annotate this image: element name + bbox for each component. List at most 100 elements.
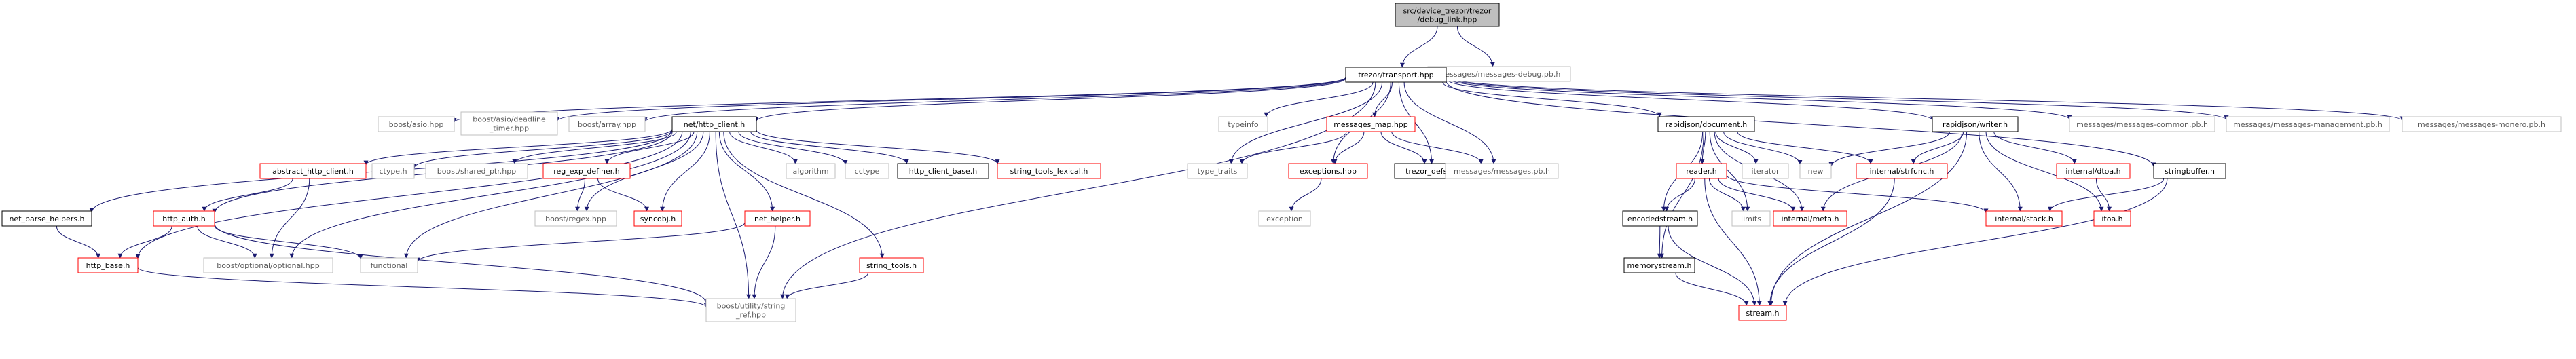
node-sbuf[interactable]: stringbuffer.h xyxy=(2153,163,2226,179)
node-stlex[interactable]: string_tools_lexical.h xyxy=(997,163,1101,179)
edge-http-to-httpcb xyxy=(750,131,909,164)
edge-abshttp-to-httpauth xyxy=(202,178,293,212)
edge-msgmap-to-tdefs xyxy=(1380,131,1427,164)
node-dtoa-box xyxy=(2056,163,2131,179)
node-rjdoc-label: rapidjson/document.h xyxy=(1666,120,1747,129)
node-abshttp-label: abstract_http_client.h xyxy=(272,167,354,176)
node-root-label: src/device_trezor/trezor xyxy=(1403,7,1492,16)
node-memstream[interactable]: memorystream.h xyxy=(1623,257,1695,273)
node-nethelp-label: net_helper.h xyxy=(754,214,801,223)
node-limits-label: limits xyxy=(1741,214,1761,223)
edge-trans-to-basio xyxy=(452,77,1346,123)
node-iterator: iterator xyxy=(1742,163,1789,179)
node-http[interactable]: net/http_client.h xyxy=(671,116,757,132)
node-httpbase[interactable]: http_base.h xyxy=(77,257,139,273)
node-httpcb[interactable]: http_client_base.h xyxy=(897,163,989,179)
node-limits-box xyxy=(1731,210,1771,227)
node-mgmt: messages/messages-management.pb.h xyxy=(2226,116,2390,132)
edge-netparse-to-httpbase xyxy=(56,225,101,259)
node-exception-label: exception xyxy=(1266,214,1303,223)
edge-http-to-strtools xyxy=(723,131,885,259)
node-bstrref-box xyxy=(705,298,796,322)
node-root[interactable]: src/device_trezor/trezor/debug_link.hpp xyxy=(1395,3,1500,27)
node-regdef-box xyxy=(542,163,631,179)
node-nethelp[interactable]: net_helper.h xyxy=(744,210,811,227)
node-httpauth[interactable]: http_auth.h xyxy=(153,210,215,227)
edge-strtools-to-bstrref xyxy=(784,272,868,299)
node-ttraits-box xyxy=(1187,163,1248,179)
edge-nethelp-to-functional xyxy=(415,222,746,263)
node-msgmap[interactable]: messages_map.hpp xyxy=(1326,116,1416,132)
node-http-box xyxy=(671,116,757,132)
edge-msgmap-to-msgpb xyxy=(1391,131,1484,164)
node-syncobj-label: syncobj.h xyxy=(640,214,676,223)
header-nodes: src/device_trezor/trezor/debug_link.hppm… xyxy=(1,3,2562,322)
node-memstream-box xyxy=(1623,257,1695,273)
node-regdef-label: reg_exp_definer.h xyxy=(553,167,620,176)
node-encstream[interactable]: encodedstream.h xyxy=(1622,210,1698,227)
node-itoa[interactable]: itoa.h xyxy=(2093,210,2131,227)
edge-trans-to-msgmap xyxy=(1372,81,1393,117)
node-bstrref: boost/utility/string_ref.hpp xyxy=(705,298,796,322)
node-bstrref-label: _ref.hpp xyxy=(735,311,766,320)
node-dtoa[interactable]: internal/dtoa.h xyxy=(2056,163,2131,179)
node-memstream-label: memorystream.h xyxy=(1627,261,1692,270)
node-rjwr-label: rapidjson/writer.h xyxy=(1943,120,2008,129)
edge-abshttp-to-bopt xyxy=(269,178,310,259)
node-trans-label: trezor/transport.hpp xyxy=(1358,71,1433,79)
node-ttraits: type_traits xyxy=(1187,163,1248,179)
edge-trans-to-ttraits xyxy=(1228,81,1383,164)
edge-http-to-bstrref xyxy=(715,131,752,299)
node-ctype: ctype.h xyxy=(371,163,415,179)
node-abshttp-box xyxy=(259,163,367,179)
node-abshttp[interactable]: abstract_http_client.h xyxy=(259,163,367,179)
node-encstream-box xyxy=(1622,210,1698,227)
node-strtools[interactable]: string_tools.h xyxy=(859,257,924,273)
node-rjdoc-box xyxy=(1657,116,1755,132)
node-functional-box xyxy=(360,257,418,273)
node-monero-box xyxy=(2402,116,2562,132)
node-rjwr[interactable]: rapidjson/writer.h xyxy=(1932,116,2019,132)
node-syncobj[interactable]: syncobj.h xyxy=(633,210,682,227)
node-basio-box xyxy=(378,116,455,132)
node-exc-box xyxy=(1288,163,1368,179)
node-exc-label: exceptions.hpp xyxy=(1300,167,1357,176)
node-bregex-label: boost/regex.hpp xyxy=(545,214,606,223)
node-istack[interactable]: internal/stack.h xyxy=(1985,210,2063,227)
node-rjdoc[interactable]: rapidjson/document.h xyxy=(1657,116,1755,132)
node-stlex-label: string_tools_lexical.h xyxy=(1010,167,1088,176)
node-trans[interactable]: trezor/transport.hpp xyxy=(1345,67,1447,83)
node-netparse[interactable]: net_parse_helpers.h xyxy=(1,210,92,227)
node-sbuf-label: stringbuffer.h xyxy=(2165,167,2215,176)
node-algo-box xyxy=(786,163,836,179)
node-istack-box xyxy=(1985,210,2063,227)
edge-strfunc-to-stream xyxy=(1767,178,1895,306)
node-ctype-label: ctype.h xyxy=(379,167,407,176)
node-sbuf-box xyxy=(2153,163,2226,179)
edge-rjwr-to-new xyxy=(1828,131,1951,167)
edge-rjdoc-to-strfunc xyxy=(1737,131,1873,164)
node-httpbase-box xyxy=(77,257,139,273)
node-exc[interactable]: exceptions.hpp xyxy=(1288,163,1368,179)
node-msgpb-box xyxy=(1445,163,1559,179)
node-limits: limits xyxy=(1731,210,1771,227)
edge-encstream-to-memstream xyxy=(1657,225,1662,259)
node-meta[interactable]: internal/meta.h xyxy=(1773,210,1847,227)
node-regdef[interactable]: reg_exp_definer.h xyxy=(542,163,631,179)
node-basio: boost/asio.hpp xyxy=(378,116,455,132)
node-reader[interactable]: reader.h xyxy=(1676,163,1727,179)
node-strfunc-box xyxy=(1856,163,1948,179)
edge-http-to-cctype xyxy=(738,131,848,165)
edge-trans-to-sbuf xyxy=(1446,80,2156,168)
node-stream[interactable]: stream.h xyxy=(1738,305,1787,321)
edge-trans-to-typeinfo xyxy=(1264,81,1374,117)
node-bshared: boost/shared_ptr.hpp xyxy=(425,163,528,179)
edge-http-to-nethelp xyxy=(718,131,775,212)
node-itoa-label: itoa.h xyxy=(2101,214,2122,223)
node-functional-label: functional xyxy=(371,261,408,270)
node-stream-label: stream.h xyxy=(1746,309,1779,318)
node-meta-label: internal/meta.h xyxy=(1782,214,1839,223)
node-bopt-label: boost/optional/optional.hpp xyxy=(217,261,320,270)
node-strfunc[interactable]: internal/strfunc.h xyxy=(1856,163,1948,179)
